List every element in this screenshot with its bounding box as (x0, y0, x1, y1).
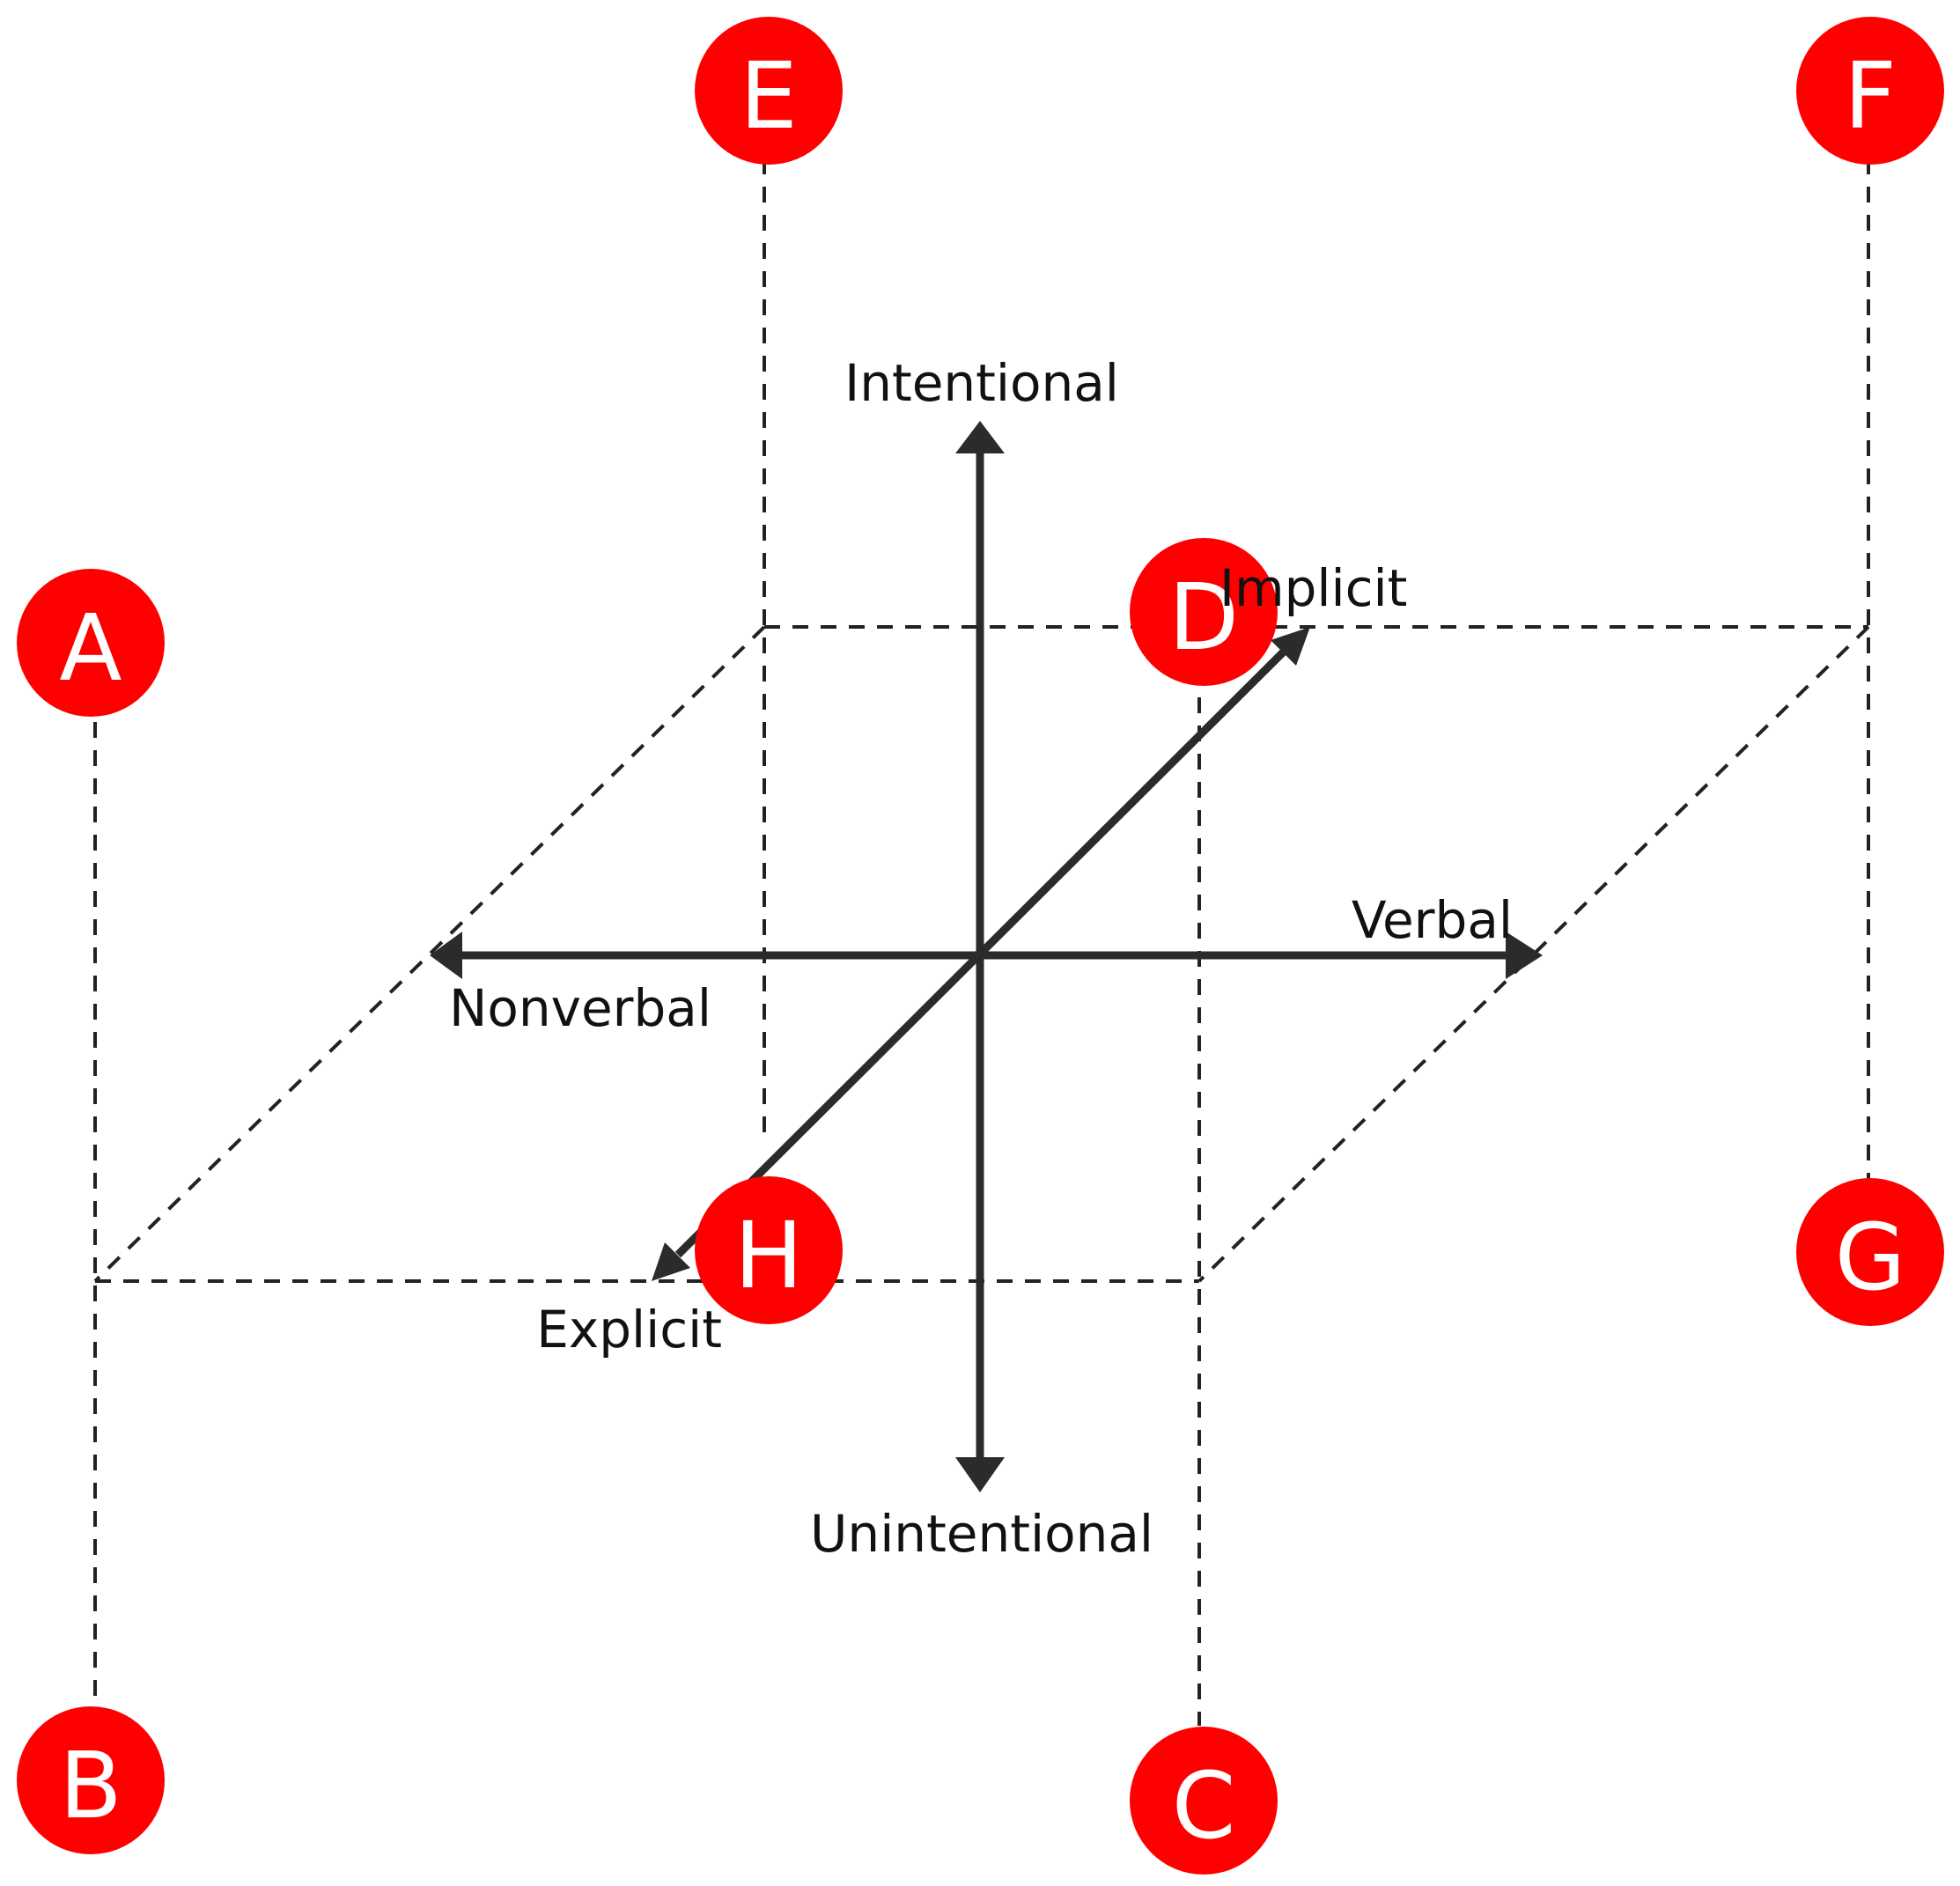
label-verbal: Verbal (1352, 890, 1513, 950)
arrowhead-unintentional (955, 1457, 1005, 1492)
arrowhead-nonverbal (430, 932, 462, 979)
node-f-label: F (1844, 42, 1897, 150)
diagonal-axis (674, 648, 1287, 1258)
label-explicit: Explicit (536, 1300, 722, 1359)
axes (430, 421, 1543, 1492)
label-unintentional: Unintentional (810, 1504, 1153, 1564)
node-f: F (1796, 17, 1944, 165)
node-b: B (17, 1706, 165, 1854)
node-c-label: C (1172, 1752, 1236, 1860)
node-a-label: A (59, 594, 122, 702)
node-h-label: H (734, 1202, 803, 1309)
dashed-right-edge (1197, 625, 1870, 1283)
node-c: C (1130, 1727, 1278, 1875)
node-g: G (1796, 1178, 1944, 1326)
arrowhead-intentional (955, 421, 1005, 453)
arrowhead-verbal (1506, 932, 1543, 979)
node-b-label: B (59, 1732, 122, 1839)
dashed-left-edge (93, 625, 766, 1283)
nodes: A B C D E F G H (17, 17, 1944, 1875)
label-nonverbal: Nonverbal (449, 978, 711, 1038)
node-e-label: E (740, 42, 798, 150)
arrowhead-implicit (1271, 627, 1310, 666)
label-implicit: Implicit (1219, 558, 1407, 618)
arrowhead-explicit (652, 1242, 690, 1281)
axis-labels: Intentional Unintentional Verbal Nonverb… (449, 353, 1513, 1564)
node-g-label: G (1835, 1204, 1906, 1311)
node-a: A (17, 569, 165, 717)
dashed-guides (93, 158, 1870, 1726)
label-intentional: Intentional (844, 353, 1119, 413)
node-h: H (695, 1176, 843, 1324)
node-e: E (695, 17, 843, 165)
node-d: D (1130, 538, 1278, 686)
node-d-label: D (1168, 564, 1239, 671)
